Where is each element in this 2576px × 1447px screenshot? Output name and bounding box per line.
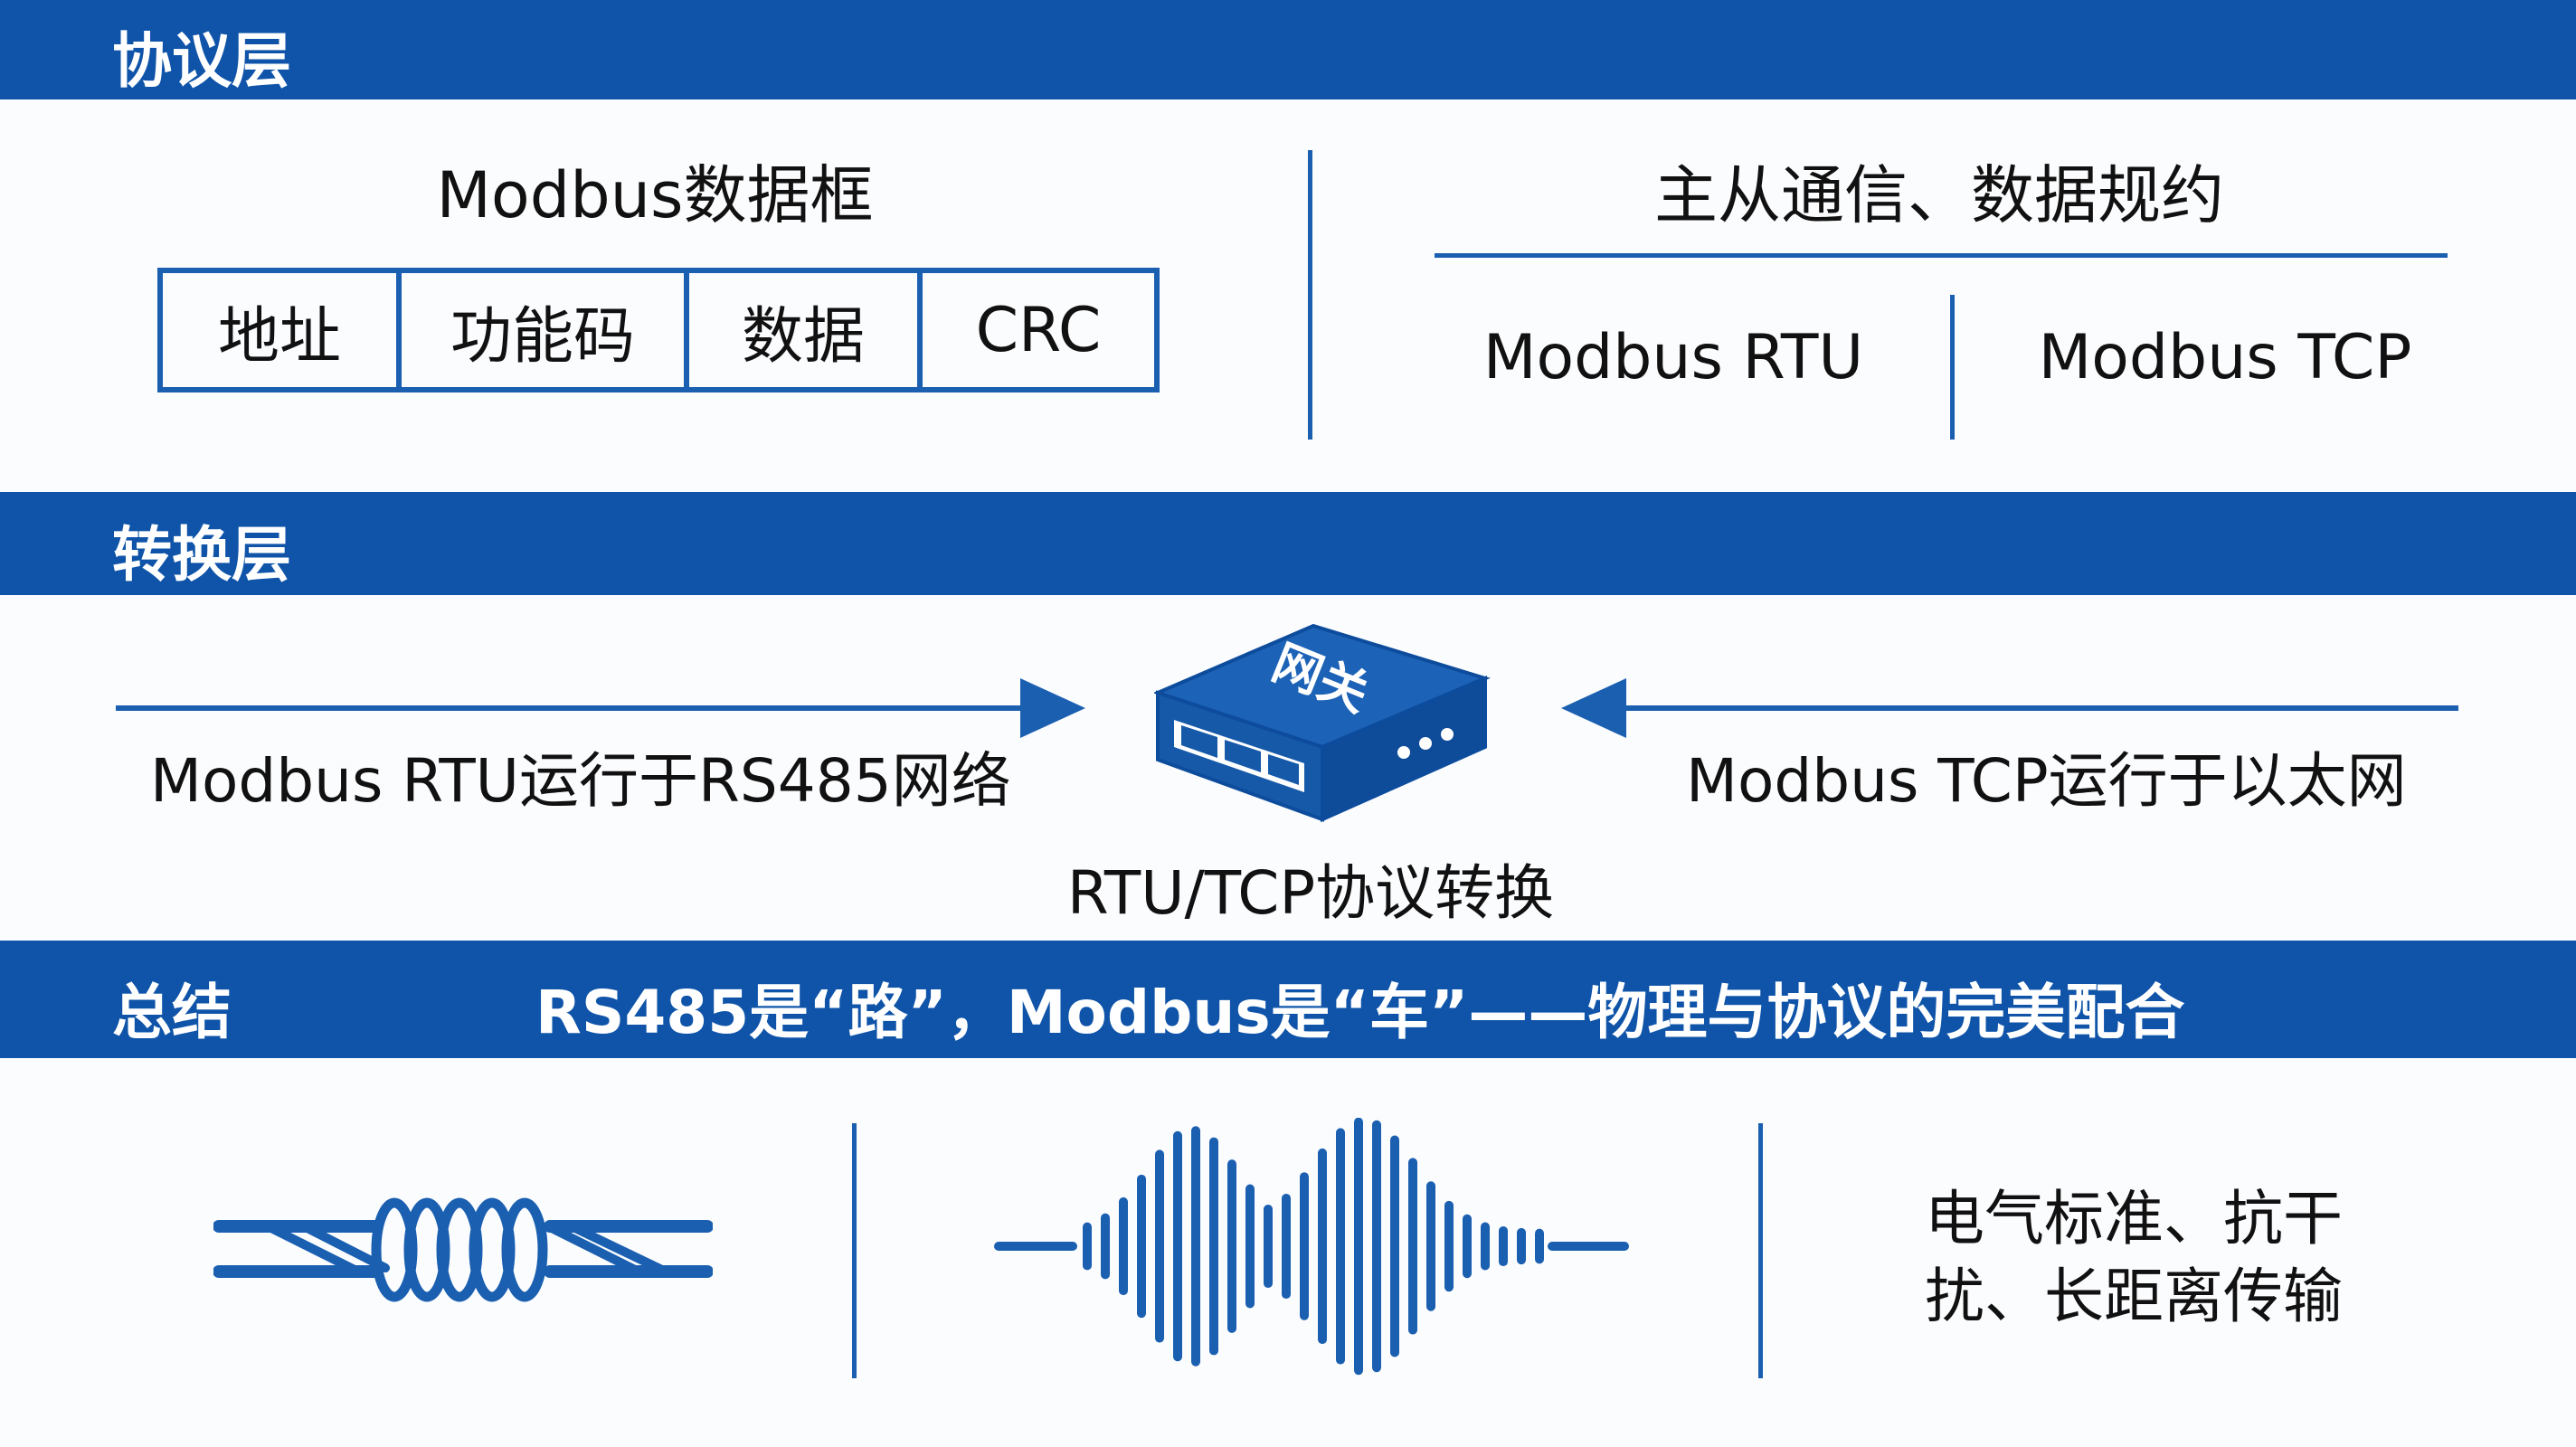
summary-title: 总结 <box>112 978 232 1047</box>
frame-field-function-code: 功能码 <box>402 273 689 387</box>
right-arrow-icon <box>116 678 1085 738</box>
variant-tcp: Modbus TCP <box>2038 322 2412 393</box>
frame-field-crc: CRC <box>975 294 1102 366</box>
gateway-icon <box>1154 623 1491 823</box>
protocol-divider <box>1308 150 1312 440</box>
modbus-frame: 地址 功能码 数据 CRC <box>157 268 1160 392</box>
twisted-pair-cable-icon <box>213 1197 713 1302</box>
rtu-network-text: Modbus RTU运行于RS485网络 <box>150 746 1011 816</box>
signal-waveform-icon <box>994 1118 1629 1376</box>
summary-band: 总结 RS485是“路”，Modbus是“车”——物理与协议的完美配合 <box>0 941 2576 1058</box>
protocol-layer-title: 协议层 <box>112 26 291 96</box>
characteristics-line-2: 扰、长距离传输 <box>1925 1262 2343 1331</box>
frame-field-data: 数据 <box>689 273 923 387</box>
left-arrow-icon <box>1561 678 2458 738</box>
variant-divider <box>1950 295 1955 440</box>
summary-divider-right <box>1758 1123 1763 1378</box>
gateway-caption: RTU/TCP协议转换 <box>1066 858 1555 928</box>
summary-divider-left <box>852 1123 857 1378</box>
protocol-right-title: 主从通信、数据规约 <box>1654 158 2224 232</box>
frame-field-address: 地址 <box>163 273 402 387</box>
tcp-network-text: Modbus TCP运行于以太网 <box>1686 746 2407 816</box>
conversion-layer-band: 转换层 <box>0 492 2576 595</box>
summary-slogan: RS485是“路”，Modbus是“车”——物理与协议的完美配合 <box>535 978 2185 1047</box>
characteristics-line-1: 电气标准、抗干 <box>1925 1184 2343 1253</box>
variant-rtu: Modbus RTU <box>1482 322 1864 393</box>
conversion-layer-title: 转换层 <box>112 520 291 590</box>
frame-title: Modbus数据框 <box>436 158 874 232</box>
protocol-right-underline <box>1435 253 2448 258</box>
protocol-layer-band: 协议层 <box>0 0 2576 99</box>
